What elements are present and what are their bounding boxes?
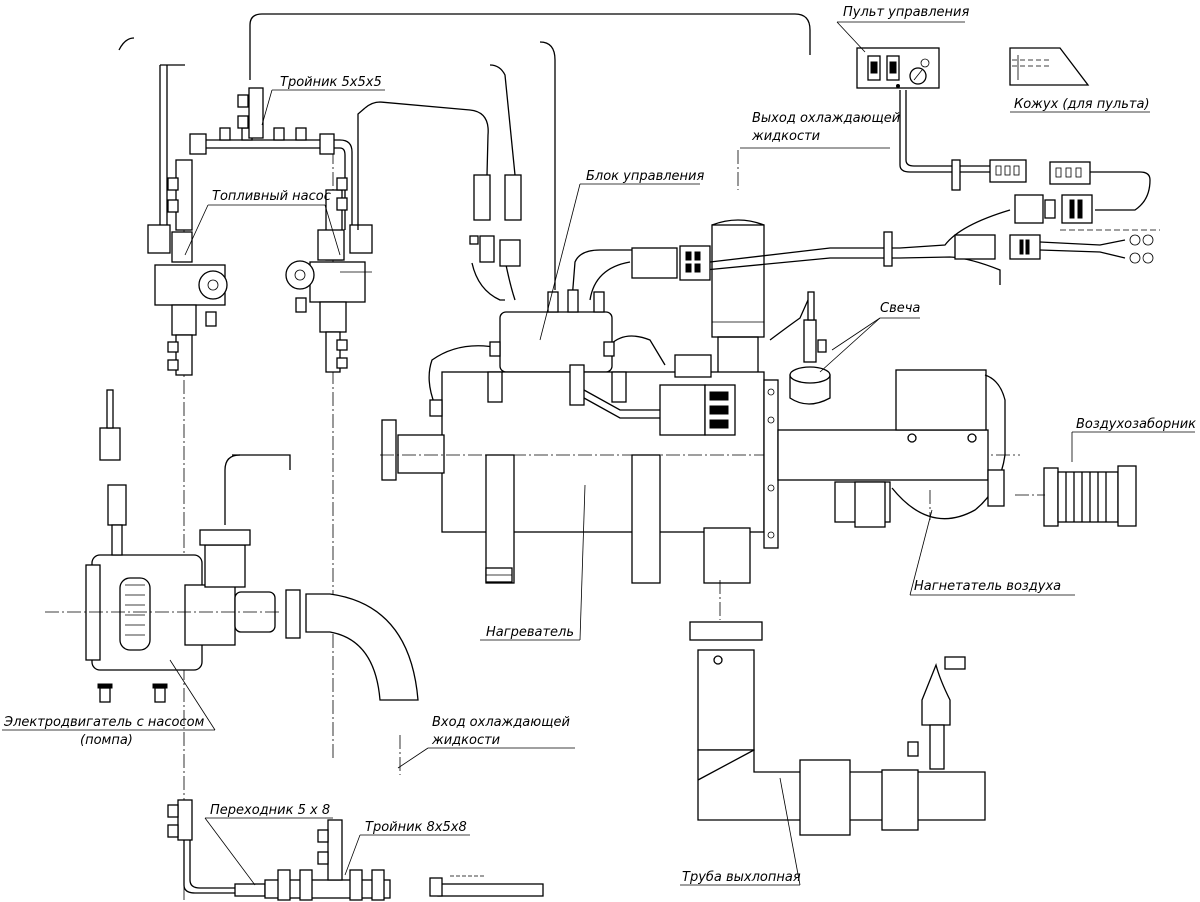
label-coolant-out-1: Выход охлаждающей bbox=[752, 111, 900, 126]
label-coolant-in-2: жидкости bbox=[431, 733, 500, 748]
label-cover: Кожух (для пульта) bbox=[1014, 97, 1150, 112]
label-air-intake: Воздухозаборник bbox=[1076, 417, 1196, 432]
label-motor-pump-1: Электродвигатель с насосом bbox=[3, 715, 205, 730]
exhaust-pipe bbox=[689, 580, 986, 836]
label-heater: Нагреватель bbox=[486, 625, 574, 640]
label-control-panel: Пульт управления bbox=[843, 5, 969, 20]
motor-with-pump bbox=[45, 389, 280, 703]
label-coolant-out-2: жидкости bbox=[751, 129, 820, 144]
label-motor-pump-2: (помпа) bbox=[80, 733, 133, 748]
label-exhaust-pipe: Труба выхлопная bbox=[682, 870, 801, 885]
coolant-outlet-pipe bbox=[711, 150, 765, 378]
glow-plug bbox=[789, 291, 920, 405]
label-coolant-in-1: Вход охлаждающей bbox=[432, 715, 570, 730]
wiring-harness bbox=[118, 13, 1151, 406]
bottom-fuel-tee bbox=[167, 799, 544, 901]
connector-group-right bbox=[883, 159, 1160, 267]
label-tee-5x5x5: Тройник 5х5х5 bbox=[280, 75, 382, 90]
label-control-unit: Блок управления bbox=[586, 169, 704, 184]
connectors-center bbox=[469, 174, 711, 281]
fuel-pump-assembly bbox=[147, 87, 373, 376]
panel-cover bbox=[1009, 47, 1090, 86]
leader-lines bbox=[2, 21, 1195, 886]
rotary-knob-icon bbox=[909, 67, 927, 85]
air-intake bbox=[1015, 465, 1137, 527]
heater-connectors bbox=[569, 354, 736, 436]
label-glow-plug: Свеча bbox=[880, 301, 920, 316]
label-fuel-pump: Топливный насос bbox=[212, 189, 331, 204]
label-adapter: Переходник 5 х 8 bbox=[210, 803, 330, 818]
labels: Пульт управления Кожух (для пульта) Выхо… bbox=[3, 5, 1196, 885]
label-air-blower: Нагнетатель воздуха bbox=[914, 579, 1061, 594]
control-panel bbox=[856, 47, 940, 89]
label-tee-8x5x8: Тройник 8х5х8 bbox=[365, 820, 467, 835]
coolant-inlet-pipe bbox=[224, 454, 419, 775]
control-unit bbox=[489, 289, 615, 373]
